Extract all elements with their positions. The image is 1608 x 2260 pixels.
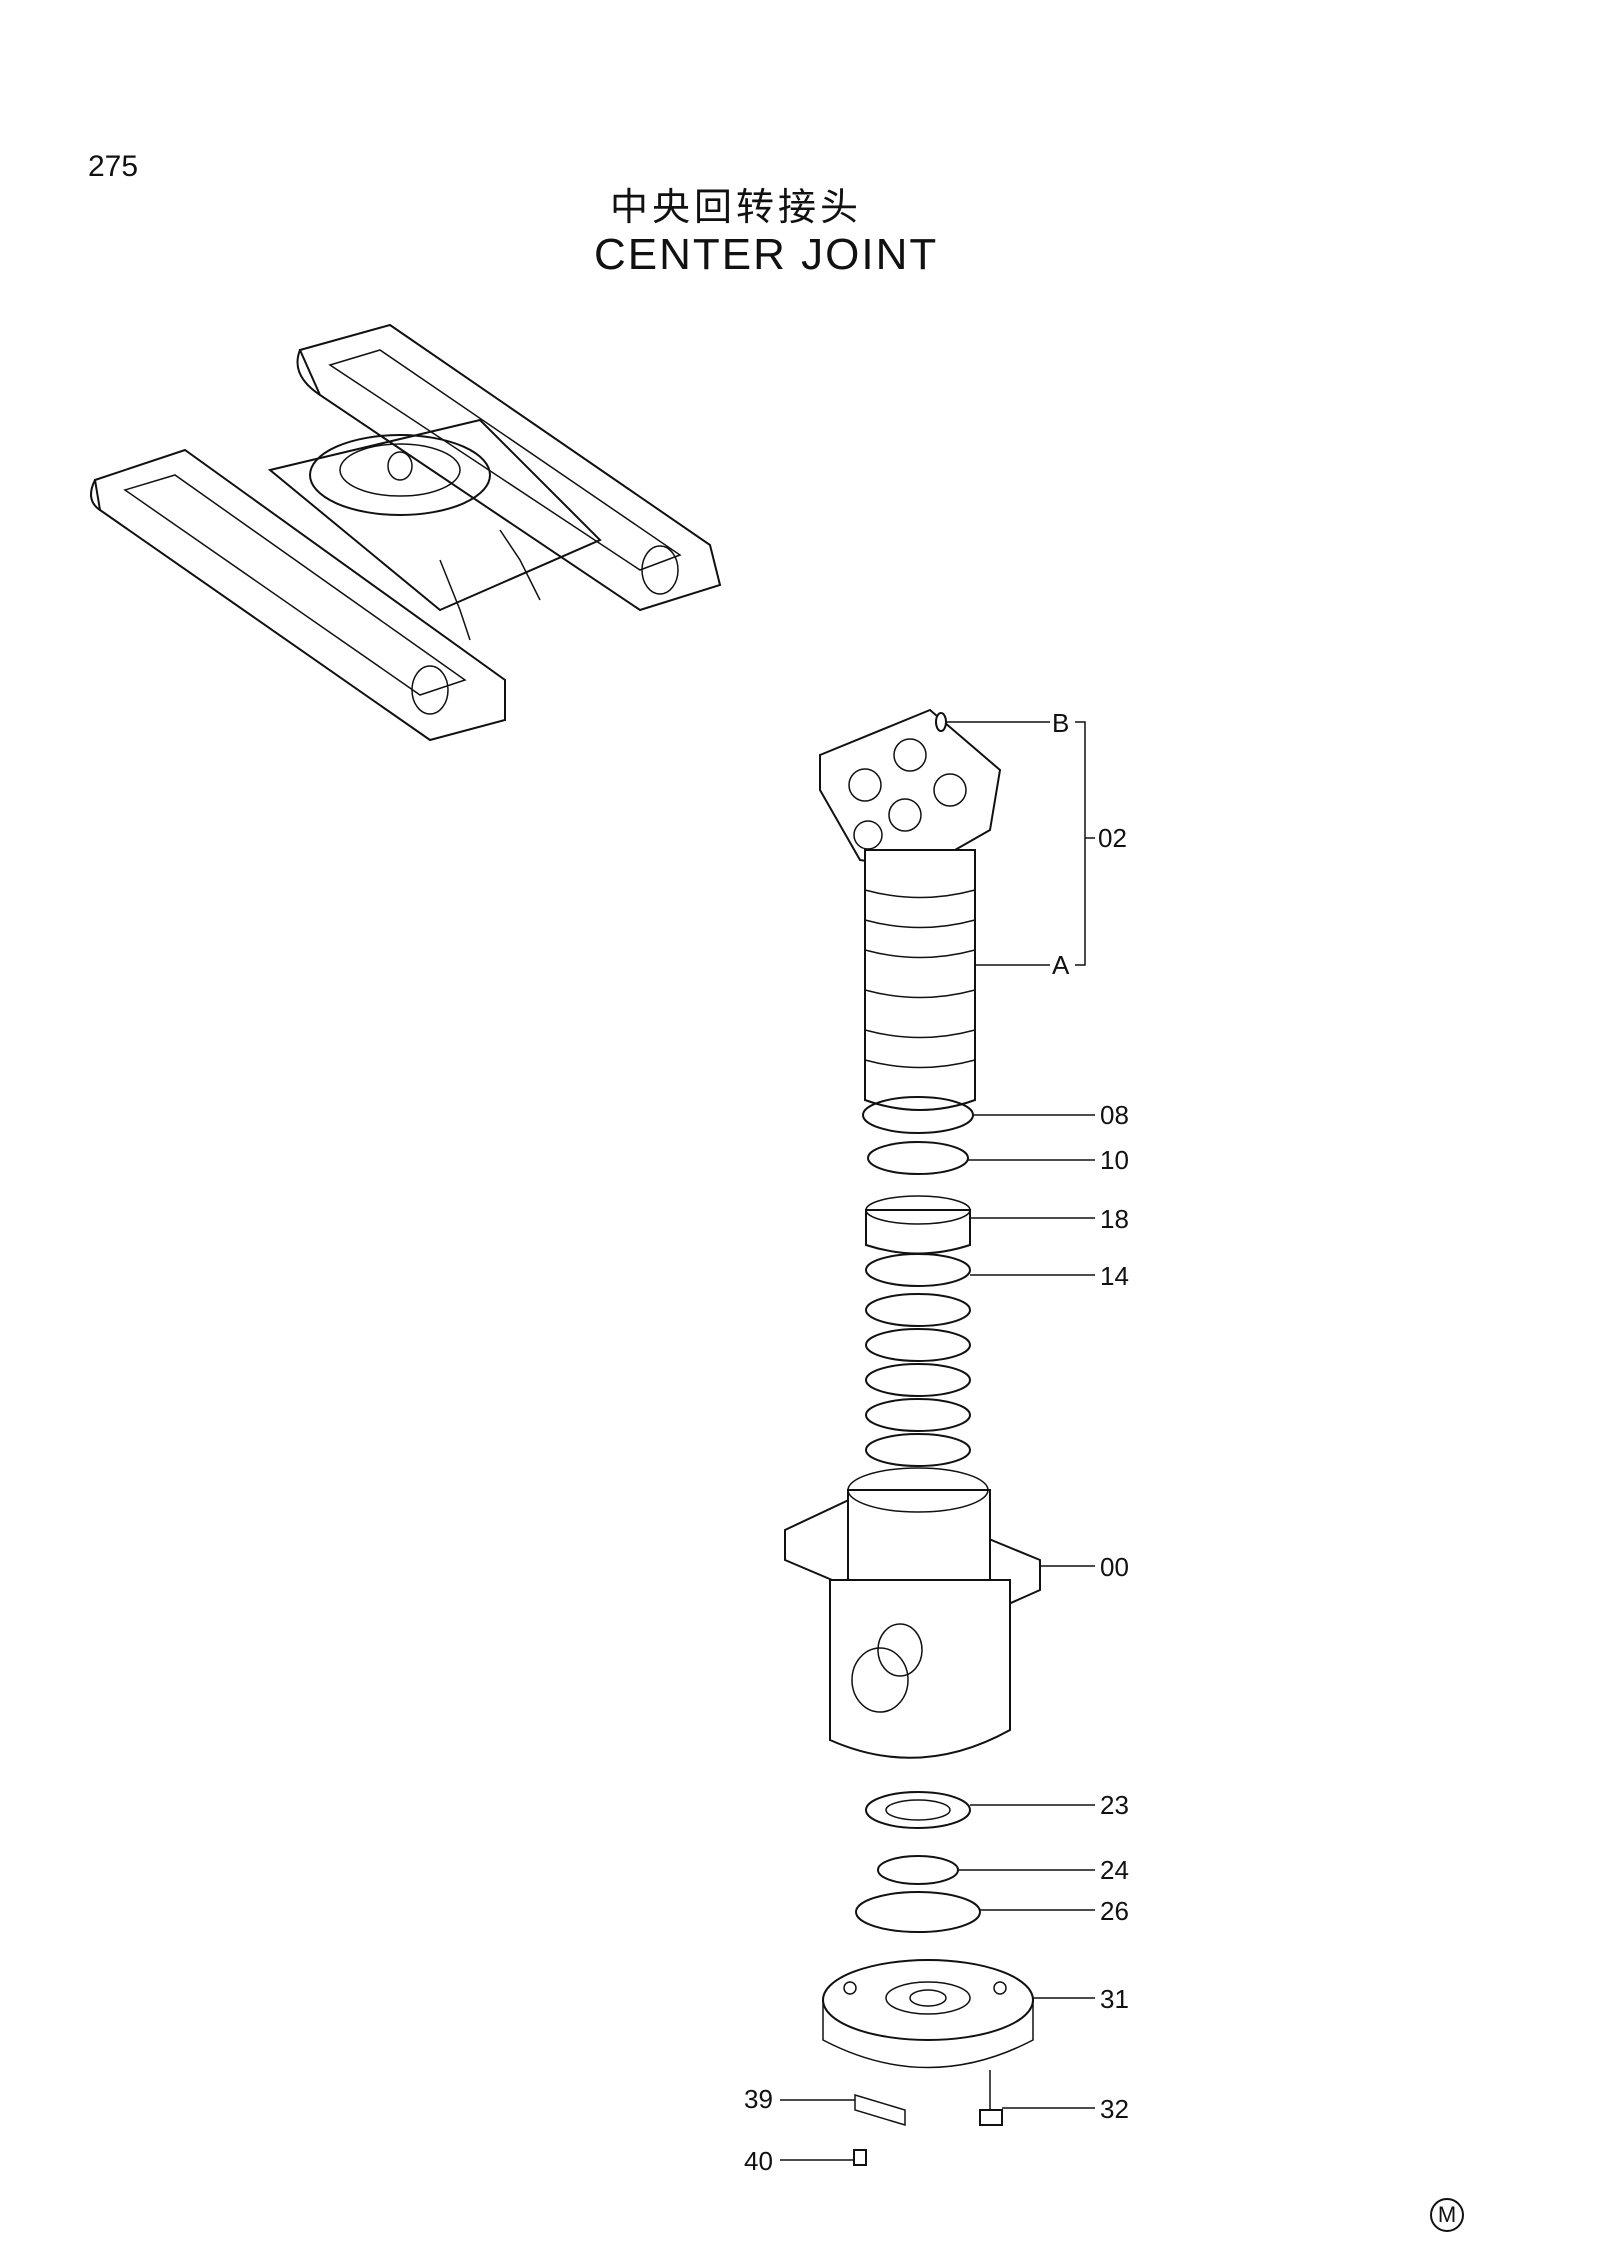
callout-18: 18 [1100,1204,1129,1234]
callout-24: 24 [1100,1855,1129,1885]
callout-39: 39 [744,2084,773,2114]
callout-00: 00 [1100,1552,1129,1582]
callout-10: 10 [1100,1145,1129,1175]
title-english: CENTER JOINT [594,230,939,279]
callout-02: 02 [1098,823,1127,853]
callout-23: 23 [1100,1790,1129,1820]
callout-32: 32 [1100,2094,1129,2124]
callout-08: 08 [1100,1100,1129,1130]
rotor-head [819,708,1002,1111]
callout-40: 40 [744,2146,773,2176]
joint-body [784,1467,1041,1759]
title-chinese: 中央回转接头 [610,185,863,229]
callout-B: B [1052,708,1070,738]
callout-14: 14 [1100,1261,1129,1291]
callout-26: 26 [1100,1896,1129,1926]
callout-31: 31 [1100,1984,1129,2014]
undercarriage-illustration [90,323,722,742]
callout-A: A [1052,950,1070,980]
manufacturer-mark: M [1430,2198,1464,2232]
seal-stack [862,1096,974,1467]
page-number: 275 [88,150,139,183]
leader-lines [780,721,1095,2161]
lower-parts [822,1791,1034,2166]
